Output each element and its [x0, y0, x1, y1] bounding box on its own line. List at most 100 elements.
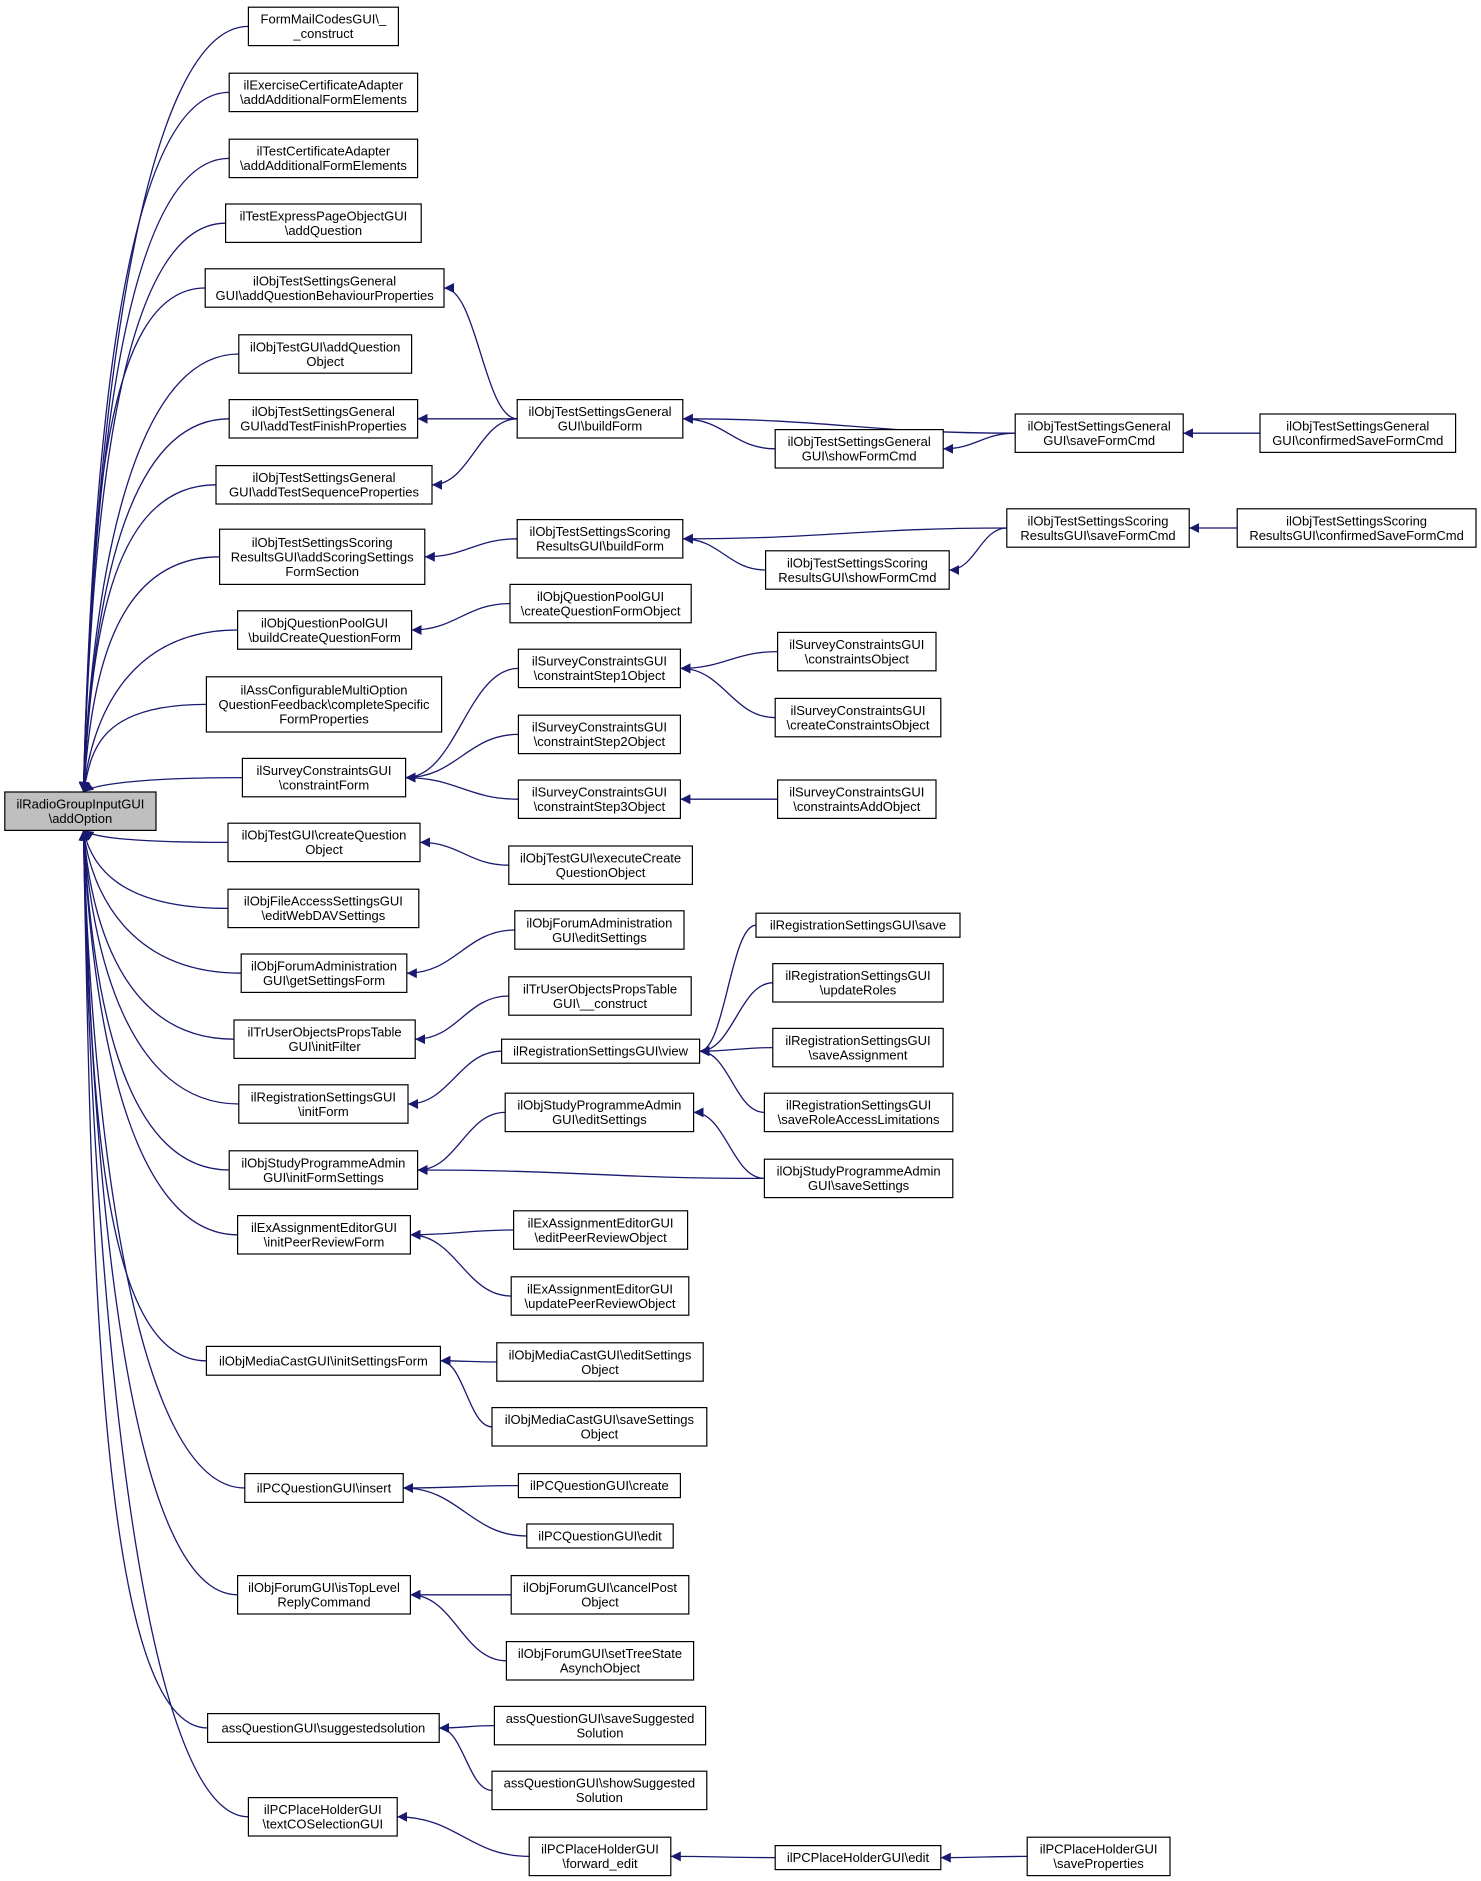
caller-node-m27[interactable]: ilExAssignmentEditorGUI\updatePeerReview… — [510, 1276, 690, 1316]
caller-node-m26[interactable]: ilExAssignmentEditorGUI\editPeerReviewOb… — [512, 1210, 689, 1250]
caller-node-n23[interactable]: assQuestionGUI\suggestedsolution — [207, 1712, 440, 1743]
node-label-line: \updateRoles — [820, 983, 897, 998]
root-function-node[interactable]: ilRadioGroupInputGUI\addOption — [4, 791, 157, 832]
call-edge-m20-to-n16 — [415, 995, 509, 1045]
caller-node-m6[interactable]: ilObjTestSettingsScoringResultsGUI\showF… — [764, 550, 950, 590]
caller-node-n5[interactable]: ilObjTestSettingsGeneralGUI\addQuestionB… — [204, 268, 445, 308]
caller-node-m22[interactable]: ilRegistrationSettingsGUI\saveAssignment — [772, 1027, 944, 1068]
caller-node-m18[interactable]: ilRegistrationSettingsGUI\save — [755, 912, 961, 938]
node-box — [237, 1574, 412, 1615]
caller-node-n20[interactable]: ilObjMediaCastGUI\initSettingsForm — [205, 1345, 441, 1376]
call-edge-m13-to-n12 — [405, 733, 519, 783]
caller-node-m12[interactable]: ilSurveyConstraintsGUI\createConstraints… — [774, 697, 942, 738]
caller-node-m30[interactable]: ilPCQuestionGUI\create — [517, 1472, 682, 1499]
caller-node-n1[interactable]: FormMailCodesGUI\__construct — [247, 6, 399, 47]
node-label-line: ilPCPlaceHolderGUI\edit — [787, 1850, 930, 1865]
node-label-line: ilPCPlaceHolderGUI — [1040, 1842, 1158, 1857]
node-layer: ilRadioGroupInputGUI\addOption FormMailCo… — [4, 6, 1477, 1877]
caller-node-m31[interactable]: ilPCQuestionGUI\edit — [526, 1523, 674, 1549]
caller-node-m21[interactable]: ilRegistrationSettingsGUI\view — [501, 1038, 701, 1064]
caller-node-n11[interactable]: ilAssConfigurableMultiOptionQuestionFeed… — [205, 676, 443, 733]
call-edge-n4-to-root — [78, 222, 226, 793]
node-label-line: ilRegistrationSettingsGUI\save — [770, 918, 946, 933]
caller-node-m13[interactable]: ilSurveyConstraintsGUI\constraintStep2Ob… — [517, 714, 682, 755]
node-label-line: \updatePeerReviewObject — [524, 1296, 675, 1311]
node-box — [4, 791, 157, 832]
node-box — [509, 583, 692, 624]
caller-node-n24[interactable]: ilPCPlaceHolderGUI\textCOSelectionGUI — [247, 1796, 398, 1837]
node-label-line: ResultsGUI\confirmedSaveFormCmd — [1249, 528, 1464, 543]
caller-node-m37[interactable]: ilPCPlaceHolderGUI\edit — [774, 1844, 942, 1871]
node-label-line: FormSection — [285, 564, 359, 579]
node-box — [510, 1276, 690, 1316]
caller-node-m23[interactable]: ilRegistrationSettingsGUI\saveRoleAccess… — [763, 1092, 954, 1133]
caller-node-m11[interactable]: ilSurveyConstraintsGUI\constraintsObject — [776, 631, 937, 672]
call-edge-m3-to-m2 — [943, 432, 1016, 454]
caller-node-n18[interactable]: ilObjStudyProgrammeAdminGUI\initFormSett… — [228, 1150, 419, 1190]
call-edge-n17-to-root — [79, 830, 239, 1105]
node-box — [228, 72, 419, 113]
caller-node-n10[interactable]: ilObjQuestionPoolGUI\buildCreateQuestion… — [237, 610, 413, 650]
caller-node-m19[interactable]: ilRegistrationSettingsGUI\updateRoles — [772, 962, 944, 1003]
caller-node-n8[interactable]: ilObjTestSettingsGeneralGUI\addTestSeque… — [215, 465, 433, 505]
call-edge-m6-to-m5 — [682, 533, 766, 571]
node-label-line: GUI\addTestSequenceProperties — [229, 485, 420, 500]
call-edge-n15-to-root — [79, 830, 242, 974]
node-box — [247, 1796, 398, 1837]
caller-node-m7[interactable]: ilObjTestSettingsScoringResultsGUI\saveF… — [1006, 508, 1190, 548]
caller-node-n9[interactable]: ilObjTestSettingsScoringResultsGUI\addSc… — [219, 528, 426, 586]
caller-node-n2[interactable]: ilExerciseCertificateAdapter\addAddition… — [228, 72, 419, 113]
caller-node-n19[interactable]: ilExAssignmentEditorGUI\initPeerReviewFo… — [237, 1214, 412, 1255]
caller-node-n17[interactable]: ilRegistrationSettingsGUI\initForm — [238, 1084, 409, 1124]
node-box — [493, 1705, 707, 1746]
node-box — [228, 1150, 419, 1190]
node-label-line: Object — [581, 1362, 619, 1377]
caller-node-n12[interactable]: ilSurveyConstraintsGUI\constraintForm — [241, 757, 407, 798]
node-label-line: \textCOSelectionGUI — [262, 1817, 383, 1832]
node-label-line: AsynchObject — [560, 1661, 641, 1676]
node-box — [247, 6, 399, 47]
node-box — [238, 1084, 409, 1124]
caller-node-m38[interactable]: ilPCPlaceHolderGUI\saveProperties — [1026, 1836, 1171, 1877]
call-edge-m28-to-n20 — [440, 1355, 497, 1366]
caller-node-n7[interactable]: ilObjTestSettingsGeneralGUI\addTestFinis… — [228, 399, 419, 439]
caller-node-n15[interactable]: ilObjForumAdministrationGUI\getSettingsF… — [240, 953, 408, 994]
node-label-line: ilObjTestSettingsGeneral — [788, 434, 931, 449]
node-label-line: ilObjFileAccessSettingsGUI — [244, 894, 403, 909]
node-label-line: ilPCQuestionGUI\edit — [538, 1529, 662, 1544]
caller-node-m4[interactable]: ilObjTestSettingsGeneralGUI\confirmedSav… — [1259, 413, 1457, 454]
caller-node-m8[interactable]: ilObjTestSettingsScoringResultsGUI\confi… — [1236, 508, 1477, 548]
caller-node-m9[interactable]: ilObjQuestionPoolGUI\createQuestionFormO… — [509, 583, 692, 624]
node-box — [504, 1092, 695, 1133]
caller-node-m14[interactable]: ilSurveyConstraintsGUI\constraintStep3Ob… — [517, 779, 682, 820]
caller-node-n21[interactable]: ilPCQuestionGUI\insert — [244, 1472, 404, 1503]
caller-node-n14[interactable]: ilObjFileAccessSettingsGUI\editWebDAVSet… — [227, 888, 420, 929]
call-edge-m19-to-m21 — [699, 982, 773, 1057]
caller-node-m5[interactable]: ilObjTestSettingsScoringResultsGUI\build… — [516, 518, 684, 559]
caller-node-n4[interactable]: ilTestExpressPageObjectGUI\addQuestion — [225, 203, 422, 244]
caller-node-m10[interactable]: ilSurveyConstraintsGUI\constraintStep1Ob… — [517, 648, 682, 689]
call-edge-m25-to-m24 — [693, 1107, 765, 1180]
caller-node-m15[interactable]: ilSurveyConstraintsGUI\constraintsAddObj… — [776, 779, 937, 820]
node-box — [755, 912, 961, 938]
caller-node-m36[interactable]: ilPCPlaceHolderGUI\forward_edit — [528, 1836, 672, 1877]
caller-node-n3[interactable]: ilTestCertificateAdapter\addAdditionalFo… — [228, 138, 419, 179]
